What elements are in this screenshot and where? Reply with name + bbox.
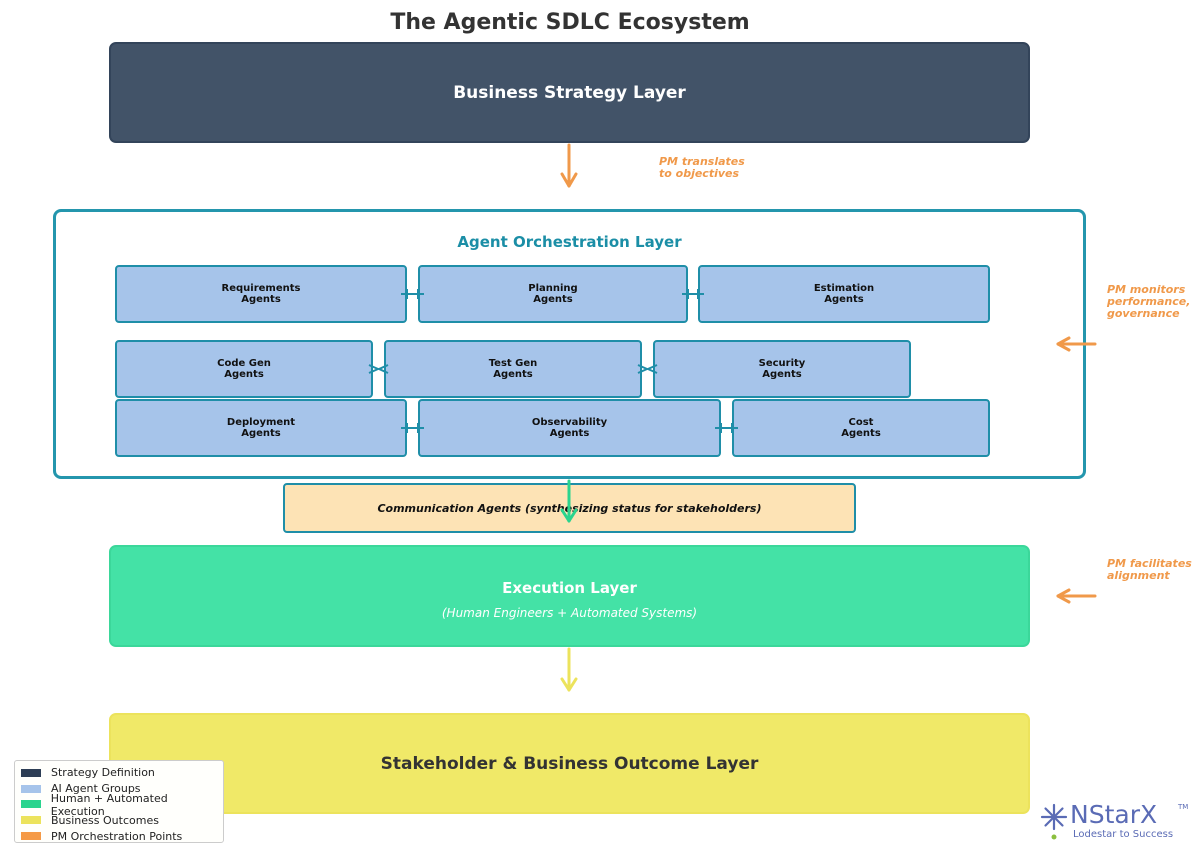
agent-label: Code Gen <box>217 358 271 369</box>
legend-swatch <box>21 800 41 809</box>
legend-label: Business Outcomes <box>51 813 159 827</box>
agent-label: Agents <box>493 369 533 380</box>
agent-label: Test Gen <box>488 358 538 369</box>
agent-label: Agents <box>824 294 864 305</box>
agent-label: Observability <box>531 417 608 428</box>
legend-swatch <box>21 784 41 793</box>
agent-orchestration-title: Agent Orchestration Layer <box>457 233 682 251</box>
arrow-execution-to-outcome <box>560 647 578 692</box>
legend-label: Human + Automated Execution <box>50 791 168 818</box>
communication-agents-box: Communication Agents (synthesizing statu… <box>283 483 856 533</box>
business-strategy-label: Business Strategy Layer <box>453 82 686 103</box>
execution-layer-label: Execution Layer <box>502 578 637 597</box>
legend-label: PM Orchestration Points <box>51 829 183 843</box>
nstarx-logo: NStarX TM Lodestar to Success <box>1040 800 1190 845</box>
agent-label: Agents <box>241 294 281 305</box>
agent-label: Agents <box>549 428 590 439</box>
business-strategy-layer: Business Strategy Layer <box>109 42 1030 143</box>
logo-tagline: Lodestar to Success <box>1073 829 1174 840</box>
legend-swatch <box>21 816 41 825</box>
star-logo-icon <box>1040 803 1068 840</box>
legend: Strategy Definition AI Agent Groups Huma… <box>14 760 224 843</box>
agent-label: Security <box>758 358 806 369</box>
execution-layer: Execution Layer (Human Engineers + Autom… <box>109 545 1030 647</box>
agent-label: Agents <box>841 428 881 439</box>
diagram-title: The Agentic SDLC Ecosystem <box>390 10 750 35</box>
pm-monitors-note: PM monitors performance, governance <box>1107 283 1191 320</box>
agent-label: Planning <box>528 283 578 294</box>
stakeholder-outcome-label: Stakeholder & Business Outcome Layer <box>380 753 759 774</box>
pm-translates-note: PM translates to objectives <box>659 155 745 180</box>
legend-swatch <box>21 768 41 777</box>
agent-label: Agents <box>241 428 281 439</box>
agent-label: Agents <box>533 294 573 305</box>
legend-item: AI Agent Groups <box>21 781 223 797</box>
communication-agents-label: Communication Agents (synthesizing statu… <box>377 501 762 515</box>
legend-label: Strategy Definition <box>51 766 155 780</box>
legend-label: AI Agent Groups <box>51 782 141 796</box>
stakeholder-outcome-layer: Stakeholder & Business Outcome Layer <box>109 713 1030 814</box>
pm-facilitates-note: PM facilitates alignment <box>1107 557 1192 582</box>
arrow-pm-facilitates <box>1056 588 1097 604</box>
logo-wordmark: NStarX <box>1070 800 1158 829</box>
execution-layer-subtitle: (Human Engineers + Automated Systems) <box>441 605 698 620</box>
agent-label: Agents <box>224 369 264 380</box>
agent-label: Agents <box>762 369 802 380</box>
agent-label: Estimation <box>813 283 875 294</box>
legend-item: PM Orchestration Points <box>21 828 223 844</box>
legend-item: Strategy Definition <box>21 765 223 781</box>
legend-swatch <box>21 832 41 841</box>
logo-trademark: TM <box>1178 803 1189 811</box>
agent-label: Requirements <box>221 283 301 294</box>
legend-item: Human + Automated Execution <box>21 792 223 818</box>
arrow-strategy-to-orchestration <box>560 143 578 188</box>
legend-item: Business Outcomes <box>21 812 223 828</box>
agent-label: Deployment <box>226 417 296 428</box>
agent-label: Cost <box>848 417 874 428</box>
